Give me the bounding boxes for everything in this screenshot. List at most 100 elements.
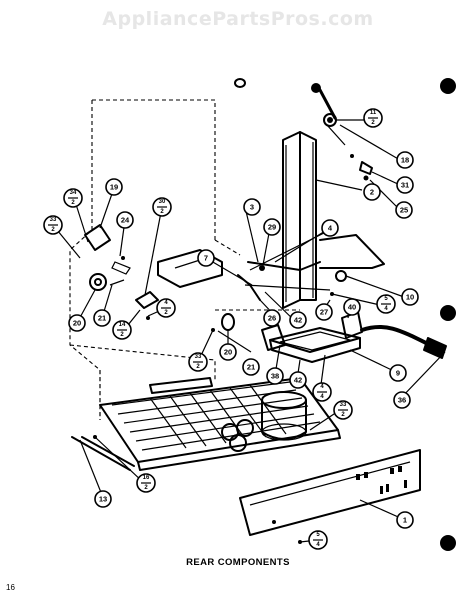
- svg-text:34: 34: [70, 190, 77, 196]
- callout-19: 19: [105, 178, 123, 196]
- svg-text:33: 33: [340, 402, 347, 408]
- callouts: 1 2 3 4 6 7 9 10 13 18 19 20 20 21 21 24…: [43, 108, 419, 550]
- svg-text:38: 38: [271, 372, 279, 381]
- callout-38: 38: [266, 367, 284, 385]
- callout-20b: 20: [219, 343, 237, 361]
- svg-text:21: 21: [247, 363, 255, 372]
- callout-42a: 42: [289, 311, 307, 329]
- callout-27: 27: [315, 303, 333, 321]
- condenser-fan: [221, 419, 254, 452]
- callout-42b: 42: [289, 371, 307, 389]
- svg-text:20: 20: [224, 348, 232, 357]
- svg-text:10: 10: [406, 293, 414, 302]
- rear-channel: [282, 131, 317, 309]
- callout-24: 24: [116, 211, 134, 229]
- machine-compartment-base: [99, 377, 341, 471]
- callout-34-2: 34 2: [63, 188, 83, 208]
- punch-hole-middle: [440, 305, 456, 321]
- svg-text:2: 2: [196, 364, 200, 370]
- callout-29: 29: [263, 218, 281, 236]
- callout-33-2-right: 33 2: [333, 400, 353, 420]
- svg-text:4: 4: [320, 384, 324, 390]
- watermark: AppliancePartsPros.com: [102, 8, 374, 30]
- svg-text:26: 26: [268, 314, 276, 323]
- svg-text:33: 33: [195, 354, 202, 360]
- svg-text:5: 5: [316, 532, 320, 538]
- svg-text:42: 42: [294, 376, 302, 385]
- callout-33-2-left: 33 2: [43, 215, 63, 235]
- svg-text:2: 2: [120, 332, 124, 338]
- callout-25: 25: [395, 201, 413, 219]
- power-cord: [360, 324, 447, 359]
- svg-text:24: 24: [121, 216, 130, 225]
- center-bracket: [157, 249, 235, 332]
- svg-text:27: 27: [320, 308, 328, 317]
- left-bracket-assembly: [84, 224, 159, 320]
- svg-text:2: 2: [164, 310, 168, 316]
- svg-text:4: 4: [328, 224, 333, 233]
- callout-2: 2: [363, 183, 381, 201]
- callout-40: 40: [343, 298, 361, 316]
- svg-text:11: 11: [370, 110, 377, 116]
- callout-4-2: 42: [156, 298, 176, 318]
- callout-9: 9: [389, 364, 407, 382]
- callout-7: 7: [197, 249, 215, 267]
- cabinet-back-panel: [237, 229, 385, 301]
- callout-26: 26: [263, 309, 281, 327]
- svg-text:18: 18: [401, 156, 409, 165]
- svg-text:2: 2: [71, 200, 75, 206]
- callout-30-2: 30 2: [152, 197, 172, 217]
- callout-21a: 21: [93, 309, 111, 327]
- drain-tube-assembly: [234, 78, 373, 181]
- callout-36: 36: [393, 391, 411, 409]
- svg-text:20: 20: [73, 319, 81, 328]
- svg-text:1: 1: [403, 516, 407, 525]
- svg-text:40: 40: [348, 303, 356, 312]
- callout-4: 4: [321, 219, 339, 237]
- callout-11-2: 11 2: [363, 108, 383, 128]
- svg-text:2: 2: [51, 227, 55, 233]
- callout-1: 1: [396, 511, 414, 529]
- punch-hole-bottom: [440, 535, 456, 551]
- callout-21b: 21: [242, 358, 260, 376]
- callout-33-2-center: 33 2: [188, 352, 208, 372]
- svg-text:33: 33: [50, 217, 57, 223]
- svg-text:3: 3: [250, 203, 254, 212]
- svg-text:14: 14: [119, 322, 126, 328]
- rear-access-panel: [239, 449, 421, 544]
- svg-text:4: 4: [164, 300, 168, 306]
- svg-text:4: 4: [316, 542, 320, 548]
- svg-text:2: 2: [371, 120, 375, 126]
- callout-31: 31: [396, 176, 414, 194]
- svg-text:25: 25: [400, 206, 408, 215]
- dashed-guides: [69, 99, 300, 420]
- diagram-caption: REAR COMPONENTS: [186, 557, 290, 568]
- svg-text:2: 2: [370, 188, 374, 197]
- svg-text:19: 19: [110, 183, 118, 192]
- compressor: [261, 391, 307, 441]
- callout-5-4-upper: 54: [376, 294, 396, 314]
- svg-text:9: 9: [396, 369, 400, 378]
- svg-text:21: 21: [98, 314, 106, 323]
- svg-text:16: 16: [143, 475, 150, 481]
- svg-text:4: 4: [384, 306, 388, 312]
- punch-hole-top: [440, 78, 456, 94]
- callout-4-4: 44: [312, 382, 332, 402]
- svg-text:29: 29: [268, 223, 276, 232]
- svg-text:2: 2: [341, 412, 345, 418]
- page-number: 16: [6, 583, 15, 592]
- svg-text:30: 30: [159, 199, 166, 205]
- svg-text:7: 7: [204, 254, 208, 263]
- callout-3: 3: [243, 198, 261, 216]
- svg-text:36: 36: [398, 396, 406, 405]
- svg-text:31: 31: [401, 181, 409, 190]
- callout-10: 10: [401, 288, 419, 306]
- svg-text:2: 2: [160, 209, 164, 215]
- callout-20a: 20: [68, 314, 86, 332]
- callout-18: 18: [396, 151, 414, 169]
- svg-text:5: 5: [384, 296, 388, 302]
- svg-text:13: 13: [99, 495, 107, 504]
- callout-5-4-lower: 54: [308, 530, 328, 550]
- svg-text:42: 42: [294, 316, 302, 325]
- callout-13: 13: [94, 490, 112, 508]
